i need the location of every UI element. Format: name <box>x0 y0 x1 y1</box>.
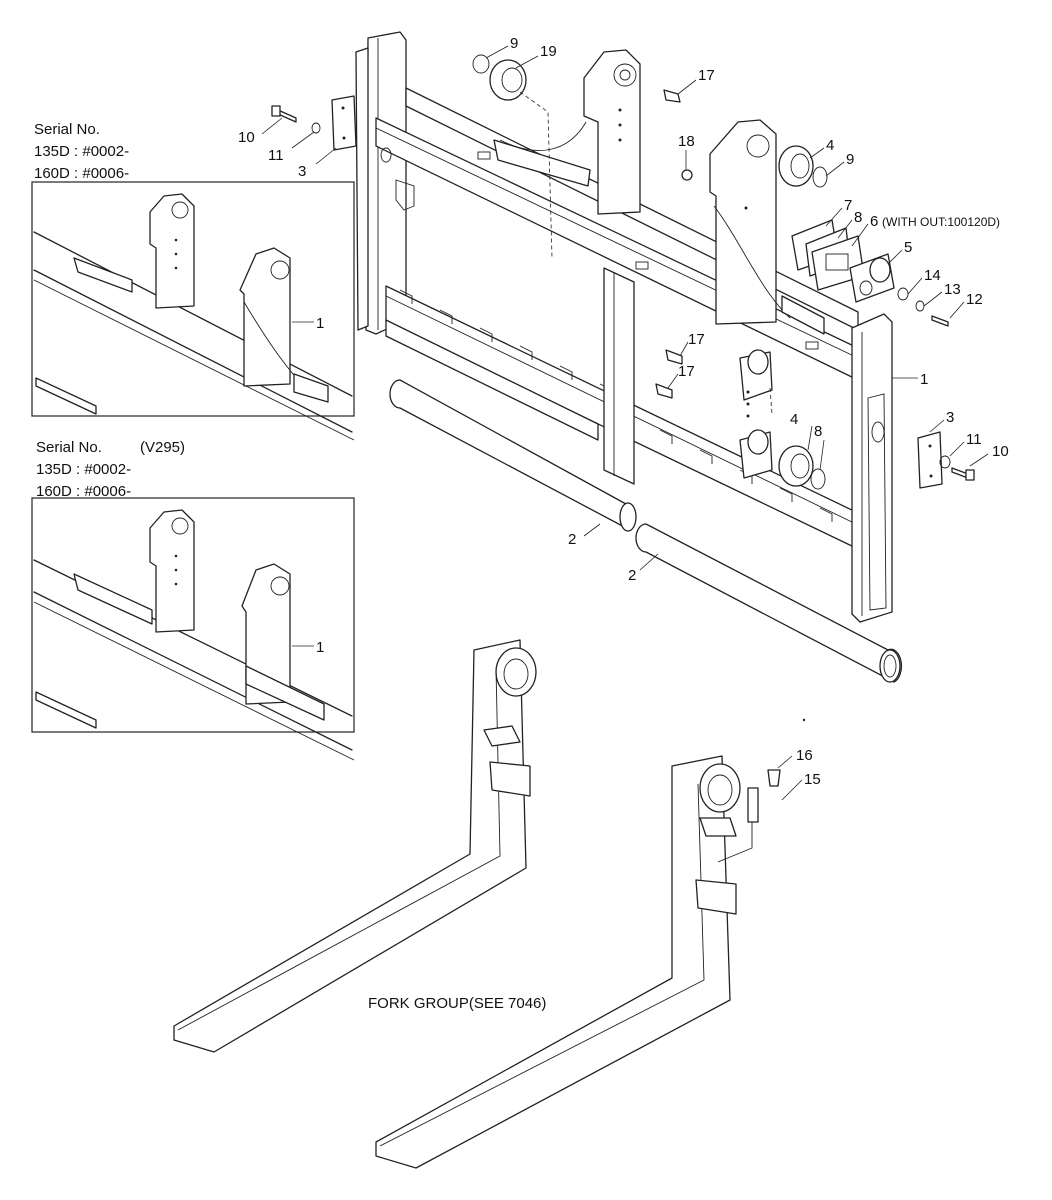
callout-4-bottom: 4 <box>790 411 798 428</box>
washer-13 <box>915 300 925 312</box>
callout-numbers: 9 19 17 10 11 3 18 4 9 7 8 6 (WITH OUT:1… <box>238 35 1009 788</box>
bushing-19 <box>489 59 527 101</box>
inset-top-callout-1: 1 <box>316 315 324 332</box>
fork-left <box>173 639 537 1053</box>
callout-8-top: 8 <box>854 209 862 226</box>
inset-top-line1: 135D : #0002- <box>34 143 129 160</box>
nut-18 <box>681 169 693 181</box>
inset-bottom-line2: 160D : #0006- <box>36 483 131 500</box>
washer-11-left <box>311 122 321 134</box>
inset-bottom-callout-1: 1 <box>316 639 324 656</box>
callout-3-right: 3 <box>946 409 954 426</box>
inset-top-title: Serial No. <box>34 121 100 138</box>
bushing-4-bottom <box>778 445 814 487</box>
callout-17-mid1: 17 <box>688 331 705 348</box>
bolt-12 <box>931 315 949 327</box>
callout-10-left: 10 <box>238 129 255 146</box>
callout-3-left: 3 <box>298 163 306 180</box>
seal-ring-9-right <box>812 166 828 188</box>
callout-15: 15 <box>804 771 821 788</box>
callout-13: 13 <box>944 281 961 298</box>
callout-6: 6 <box>870 213 878 230</box>
inset-top: Serial No. 135D : #0002- 160D : #0006- 1 <box>31 121 355 441</box>
callout-9-right: 9 <box>846 151 854 168</box>
callout-8-bottom: 8 <box>814 423 822 440</box>
callout-1-right: 1 <box>920 371 928 388</box>
washer-11-right <box>939 455 951 469</box>
callout-18: 18 <box>678 133 695 150</box>
callout-11-right: 11 <box>966 431 982 448</box>
inset-bottom-variant: (V295) <box>140 439 185 456</box>
rail-tube-right <box>635 523 903 683</box>
inset-bottom-line1: 135D : #0002- <box>36 461 131 478</box>
callout-6-note: (WITH OUT:100120D) <box>882 215 1000 229</box>
callout-16: 16 <box>796 747 813 764</box>
hook-plate-left <box>493 49 641 215</box>
seal-ring-8-bottom <box>810 468 826 490</box>
inset-bottom-title: Serial No. <box>36 439 102 456</box>
inset-bottom: Serial No. (V295) 135D : #0002- 160D : #… <box>31 439 355 761</box>
callout-4-top: 4 <box>826 137 834 154</box>
rail-tube-left <box>389 379 637 532</box>
callout-10-right: 10 <box>992 443 1009 460</box>
bushing-4-top <box>778 145 814 187</box>
callout-2-left: 2 <box>568 531 576 548</box>
bolt-10-right <box>951 467 975 481</box>
lower-right-bushings <box>739 349 773 479</box>
seal-ring-9-top <box>472 54 490 74</box>
fork-group-label: FORK GROUP(SEE 7046) <box>368 995 546 1012</box>
bolt-17-top <box>663 89 681 103</box>
bolt-10-left <box>271 105 297 123</box>
inset-top-line2: 160D : #0006- <box>34 165 129 182</box>
callout-17-top: 17 <box>698 67 715 84</box>
bracket-5 <box>849 253 895 303</box>
plate-3-right <box>917 431 943 489</box>
callout-5: 5 <box>904 239 912 256</box>
bolt-17-mid1 <box>665 349 683 365</box>
callout-17-mid2: 17 <box>678 363 695 380</box>
plate-3-left <box>331 95 357 151</box>
callout-2-right: 2 <box>628 567 636 584</box>
washer-14 <box>897 287 909 301</box>
bolt-17-mid2 <box>655 383 673 399</box>
callout-7: 7 <box>844 197 852 214</box>
fork-right <box>375 755 781 1169</box>
leader-lines <box>261 45 989 801</box>
callout-12: 12 <box>966 291 983 308</box>
callout-11-left: 11 <box>268 147 284 164</box>
callout-19: 19 <box>540 43 557 60</box>
callout-9-top: 9 <box>510 35 518 52</box>
hook-plate-right <box>709 119 825 335</box>
callout-14: 14 <box>924 267 941 284</box>
